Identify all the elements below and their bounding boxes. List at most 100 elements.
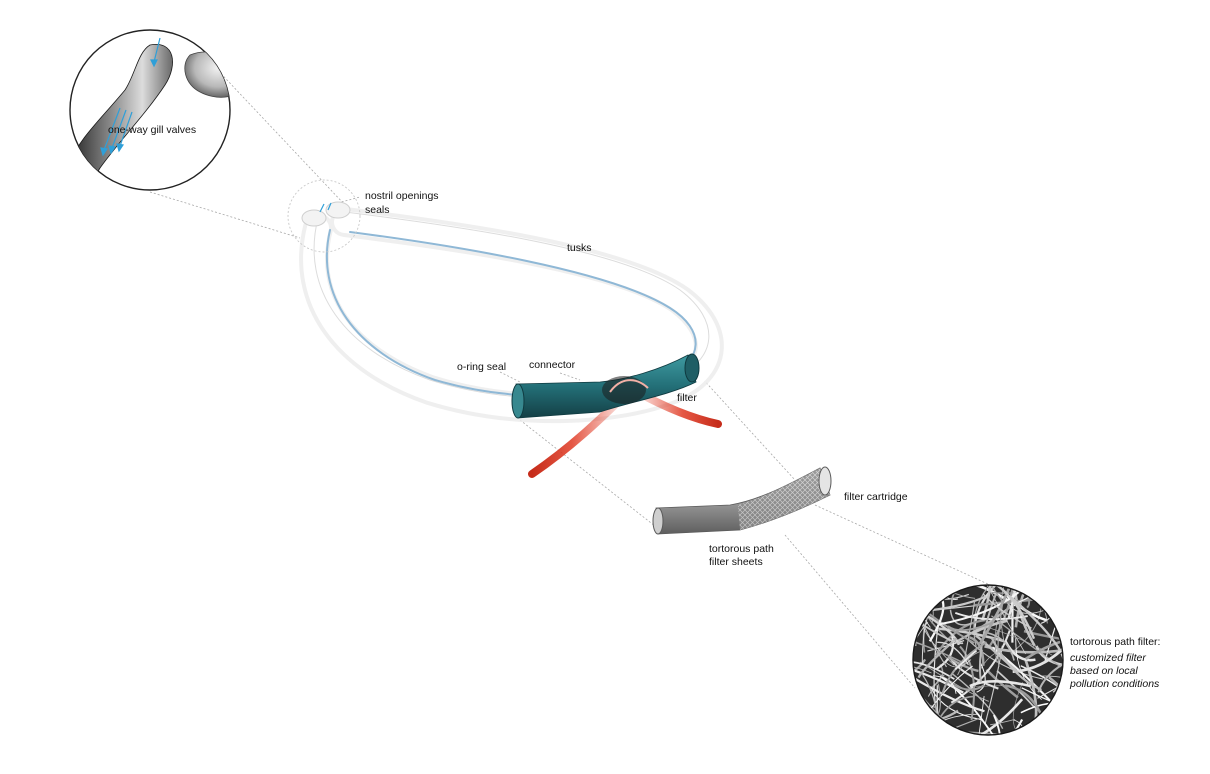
cartridge-end-left bbox=[652, 507, 664, 535]
fiber-strand bbox=[990, 718, 1016, 726]
fiber-strand bbox=[935, 501, 987, 580]
fiber-strand bbox=[978, 593, 997, 683]
fiber-strand bbox=[1045, 708, 1063, 724]
fiber-strand bbox=[1025, 728, 1063, 735]
fiber-strand bbox=[869, 612, 912, 635]
nostril-opening-right bbox=[325, 201, 351, 219]
fiber-strand bbox=[939, 695, 975, 719]
fiber-strand bbox=[994, 612, 1002, 663]
fiber-strand bbox=[933, 629, 939, 704]
fiber-strand bbox=[928, 598, 945, 642]
cartridge-end-right bbox=[818, 466, 832, 496]
nostril-region bbox=[287, 179, 361, 253]
fiber-strand bbox=[1021, 687, 1063, 721]
fiber-strand bbox=[996, 670, 1035, 709]
fiber-strand bbox=[945, 680, 985, 691]
label-filter-sheets-line1: tortorous path bbox=[709, 543, 774, 555]
fiber-strand bbox=[959, 645, 976, 721]
fiber-strand bbox=[951, 673, 1004, 729]
fiber-strand bbox=[992, 731, 1043, 735]
fiber-strand bbox=[913, 585, 914, 605]
connector-assembly bbox=[511, 353, 700, 419]
label-filter-sheets-line2: filter sheets bbox=[709, 556, 763, 568]
fiber-strand bbox=[946, 731, 952, 735]
fiber-strand bbox=[896, 738, 935, 752]
fiber-strand bbox=[949, 609, 972, 626]
fiber-strand bbox=[889, 610, 911, 630]
leader-gill-upper bbox=[209, 61, 346, 206]
leader-cartridge-upper bbox=[814, 504, 991, 586]
fiber-strand bbox=[1009, 596, 1062, 652]
fiber-strand bbox=[950, 630, 1011, 704]
fiber-strand bbox=[1035, 529, 1044, 582]
fiber-strand bbox=[913, 585, 917, 646]
filter-cartridge bbox=[652, 466, 832, 535]
fiber-strand bbox=[939, 675, 996, 735]
fiber-strand bbox=[913, 658, 927, 681]
fiber-strand bbox=[1025, 632, 1063, 660]
label-filter: filter bbox=[677, 392, 697, 404]
fiber-strand bbox=[969, 680, 1032, 688]
fiber-strand bbox=[1062, 737, 1068, 766]
fiber-strand bbox=[978, 585, 1021, 645]
leader-connector bbox=[559, 372, 581, 381]
fiber-strand bbox=[913, 634, 966, 665]
fiber-strand bbox=[971, 585, 1004, 604]
leader-filter-lower bbox=[519, 419, 661, 531]
fiber-strand bbox=[913, 620, 918, 630]
fiber-strand bbox=[947, 656, 979, 673]
fiber-strand bbox=[977, 719, 1024, 735]
fiber-strand bbox=[980, 649, 1008, 669]
fiber-strand bbox=[1037, 653, 1063, 699]
fiber-strand bbox=[913, 705, 939, 721]
fiber-strand bbox=[913, 661, 964, 694]
nostril-opening-left bbox=[301, 209, 327, 227]
label-nostril-openings: nostril openings bbox=[365, 190, 439, 202]
fiber-strand bbox=[975, 634, 1019, 674]
fiber-strand bbox=[963, 635, 1044, 680]
fiber-strand bbox=[913, 588, 920, 634]
fiber-strand bbox=[982, 593, 1032, 629]
fiber-strand bbox=[927, 496, 930, 582]
fiber-strand bbox=[937, 641, 969, 666]
leader-filter-upper bbox=[689, 364, 796, 481]
fiber-strand bbox=[985, 668, 1019, 699]
fiber-strand bbox=[1043, 585, 1063, 603]
fiber-strand bbox=[1040, 675, 1063, 689]
fiber-strand bbox=[954, 650, 977, 671]
fiber-strand bbox=[1016, 585, 1058, 604]
label-connector: connector bbox=[529, 359, 576, 371]
fiber-strand bbox=[981, 585, 993, 621]
fiber-strand bbox=[1029, 585, 1052, 588]
fiber-strand bbox=[913, 718, 933, 735]
fiber-strand bbox=[927, 674, 945, 697]
label-tusks: tusks bbox=[567, 242, 592, 254]
fiber-strand bbox=[1007, 585, 1021, 619]
label-path-filter-desc-line3: pollution conditions bbox=[1070, 678, 1160, 690]
fiber-strand bbox=[918, 621, 964, 645]
fiber-strand bbox=[970, 685, 1002, 688]
fiber-strand bbox=[913, 638, 917, 659]
fiber-strand bbox=[984, 585, 1026, 655]
filter-bend bbox=[609, 379, 649, 393]
fiber-strand bbox=[1059, 585, 1063, 630]
fiber-strand bbox=[913, 636, 917, 714]
label-filter-cartridge: filter cartridge bbox=[844, 491, 908, 503]
fiber-strand bbox=[947, 621, 994, 632]
leader-gill-lower bbox=[149, 191, 301, 239]
o-ring bbox=[511, 383, 525, 419]
fiber-strand bbox=[969, 695, 985, 735]
leader-lines bbox=[149, 61, 991, 689]
fiber-strand bbox=[963, 599, 976, 661]
fiber-strand bbox=[927, 639, 965, 652]
label-path-filter-desc-line2: based on local bbox=[1070, 665, 1138, 677]
fiber-strand bbox=[917, 637, 958, 679]
fiber-strand bbox=[992, 714, 1002, 735]
label-path-filter-title: tortorous path filter: bbox=[1070, 636, 1161, 648]
leader-cartridge-lower bbox=[784, 534, 916, 689]
fiber-strand bbox=[1052, 699, 1063, 734]
gill-valve-zoom bbox=[69, 29, 231, 191]
nostril-zoom-marker bbox=[287, 179, 361, 253]
label-gill-valves: one-way gill valves bbox=[108, 124, 197, 136]
